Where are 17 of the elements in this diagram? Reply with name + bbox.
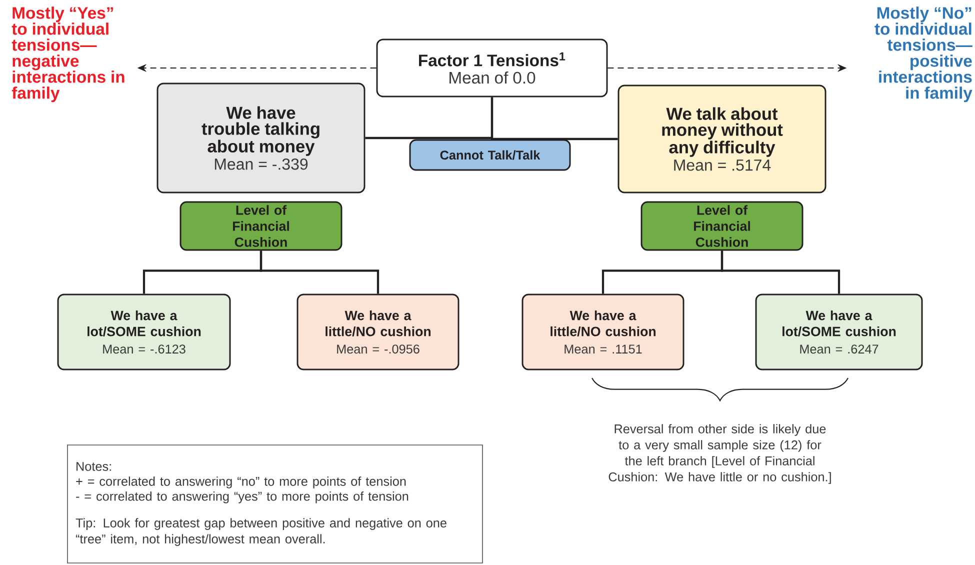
side-note: Mostly “Yes” to individual tensions— negative interactions in family: [12, 6, 124, 102]
note-text: Reversal from other side is likely due to a very small sample size (12) for the left branch [Level of Financial Cushion: We have little or no cushion.]: [608, 424, 831, 484]
split-label-box: Level of Financial Cushion: [180, 201, 342, 251]
title-box: Factor 1 Tensions$^{1}$ Mean of 0.0: [376, 38, 608, 98]
result-box: We have a lot/SOME cushion Mean = .6247: [755, 294, 923, 370]
split-label-box: Cannot Talk/Talk: [409, 139, 571, 171]
connector-line: [260, 250, 380, 294]
result-box: We have a little/NO cushion Mean = .1151: [522, 294, 684, 370]
split-label-box: Level of Financial Cushion: [640, 201, 804, 251]
connector-line: [490, 97, 618, 140]
result-box: We have a lot/SOME cushion Mean = -.6123: [57, 294, 231, 370]
notes-box: Notes: + = correlated to answering “no” to more points of tension - = correlated to answering “yes” to more points of tension Tip: Look for greatest gap between positive and negative on one “tree” item, not highest/lowest mean overall.: [67, 444, 483, 564]
connector-line: [720, 250, 840, 294]
category-box: We talk about money without any difficulty Mean = .5174: [618, 84, 826, 194]
side-note: Mostly “No” to individual tensions— positive interactions in family: [874, 6, 972, 102]
category-box: We have trouble talking about money Mean = -.339: [156, 82, 366, 194]
result-box: We have a little/NO cushion Mean = -.0956: [296, 294, 460, 370]
